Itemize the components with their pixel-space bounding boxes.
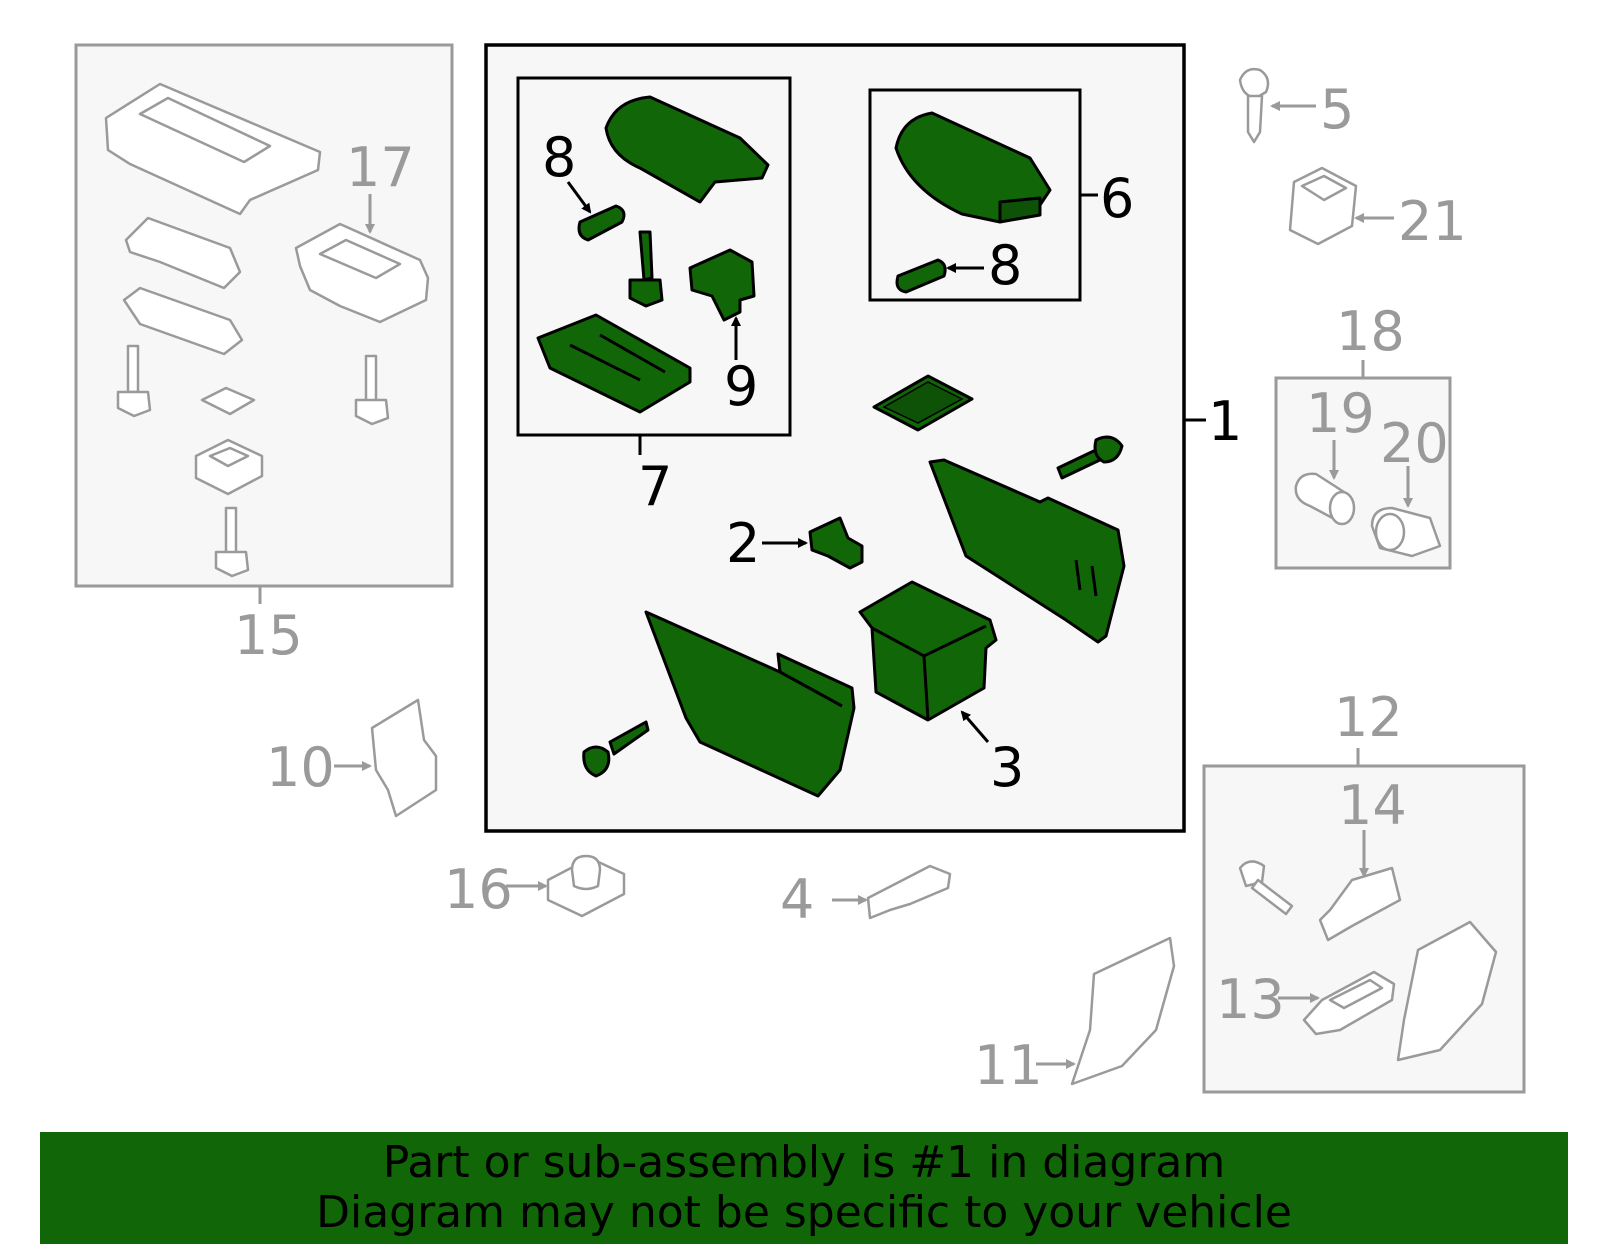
armrest-6-part[interactable]	[894, 111, 1052, 224]
end-panel-11-part[interactable]	[1070, 936, 1176, 1086]
socket-20-part[interactable]	[1370, 506, 1442, 558]
latch-9-part[interactable]	[688, 248, 756, 322]
callout-19: 19	[1306, 382, 1375, 445]
callout-17: 17	[346, 136, 415, 199]
banner-line-1: Part or sub-assembly is #1 in diagram	[382, 1137, 1226, 1188]
trim-strip-part[interactable]	[122, 286, 244, 356]
callout-8a: 8	[542, 126, 576, 189]
callout-3: 3	[990, 736, 1024, 799]
screw-bottom-left-part[interactable]	[582, 720, 650, 778]
trim-cover-part[interactable]	[124, 216, 242, 290]
bracket-10-part[interactable]	[370, 698, 438, 818]
bolt-right-part[interactable]	[1056, 435, 1124, 480]
callout-6: 6	[1100, 167, 1134, 230]
mat-pad-part[interactable]	[872, 374, 974, 432]
banner-line-2: Diagram may not be specific to your vehi…	[316, 1187, 1292, 1238]
screw-5-part[interactable]	[1238, 67, 1270, 144]
callout-12: 12	[1334, 686, 1403, 749]
callout-8b: 8	[988, 234, 1022, 297]
lighter-19-part[interactable]	[1294, 472, 1356, 526]
bracket-14-part[interactable]	[1318, 866, 1402, 942]
callout-2: 2	[726, 512, 760, 575]
info-banner: Part or sub-assembly is #1 in diagram Di…	[40, 1132, 1568, 1244]
cup-holder-3-part[interactable]	[858, 580, 998, 722]
clip-15-part[interactable]	[200, 386, 256, 416]
bolt-15c-part[interactable]	[214, 506, 250, 578]
tray-13-part[interactable]	[1302, 970, 1396, 1036]
callout-21: 21	[1398, 190, 1467, 253]
callout-10: 10	[266, 736, 335, 799]
armrest-lid-part[interactable]	[604, 95, 770, 204]
callout-1: 1	[1208, 390, 1242, 453]
end-panel-12-part[interactable]	[1396, 920, 1498, 1062]
socket-15-part[interactable]	[194, 438, 264, 496]
bolt-15a-part[interactable]	[116, 344, 152, 418]
hinge-pin-8b-part[interactable]	[895, 258, 947, 294]
callout-5: 5	[1320, 78, 1354, 141]
callout-18: 18	[1336, 300, 1405, 363]
hinge-pin-8-part[interactable]	[577, 204, 626, 242]
front-panel-part[interactable]	[644, 610, 856, 798]
bolt-box7-part[interactable]	[628, 230, 664, 308]
mount-16-part[interactable]	[546, 854, 626, 918]
tray-17-part[interactable]	[294, 222, 430, 324]
bracket-4-part[interactable]	[866, 864, 952, 920]
callout-7: 7	[638, 455, 672, 518]
callout-11: 11	[974, 1034, 1043, 1097]
side-panel-right-part[interactable]	[928, 458, 1126, 644]
callout-9: 9	[724, 355, 758, 418]
arrow-3	[960, 710, 990, 743]
callout-20: 20	[1380, 412, 1449, 475]
switch-21-part[interactable]	[1288, 166, 1358, 246]
bracket-2-part[interactable]	[808, 516, 864, 570]
lid-tray-part[interactable]	[536, 313, 692, 414]
bolt-12-part[interactable]	[1238, 860, 1294, 916]
callout-16: 16	[444, 858, 513, 921]
callout-15: 15	[234, 604, 303, 667]
callout-13: 13	[1216, 968, 1285, 1031]
arrow-8a	[566, 181, 592, 214]
bolt-15b-part[interactable]	[354, 354, 390, 426]
callout-4: 4	[780, 868, 814, 931]
shifter-bezel-part[interactable]	[104, 82, 322, 216]
callout-14: 14	[1338, 774, 1407, 837]
